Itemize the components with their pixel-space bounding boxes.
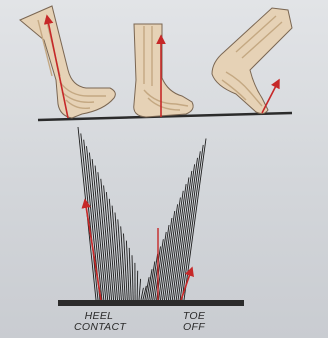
force-line bbox=[164, 204, 177, 300]
toe-off-force-vector bbox=[262, 80, 279, 113]
heel-contact-label-line2: CONTACT bbox=[74, 322, 124, 333]
heel-contact-label: HEEL CONTACT bbox=[74, 311, 124, 333]
force-line bbox=[151, 254, 158, 300]
foot-positions-panel bbox=[20, 6, 292, 120]
foot-toe-off bbox=[212, 8, 292, 114]
foot-heel-strike bbox=[20, 6, 115, 118]
foot-mid-stance bbox=[134, 24, 193, 117]
force-line bbox=[168, 191, 183, 300]
force-line bbox=[176, 164, 194, 300]
butterfly-diagram bbox=[58, 127, 244, 306]
force-line bbox=[139, 279, 141, 300]
force-line bbox=[129, 248, 131, 300]
force-line bbox=[104, 185, 114, 300]
force-line bbox=[132, 255, 133, 300]
toe-off-label-line2: OFF bbox=[176, 322, 212, 333]
force-line bbox=[89, 153, 103, 300]
force-line bbox=[180, 151, 200, 300]
lower-ground-bar bbox=[58, 300, 244, 306]
force-line bbox=[137, 271, 138, 300]
toe-off-label: TOE OFF bbox=[176, 311, 212, 333]
